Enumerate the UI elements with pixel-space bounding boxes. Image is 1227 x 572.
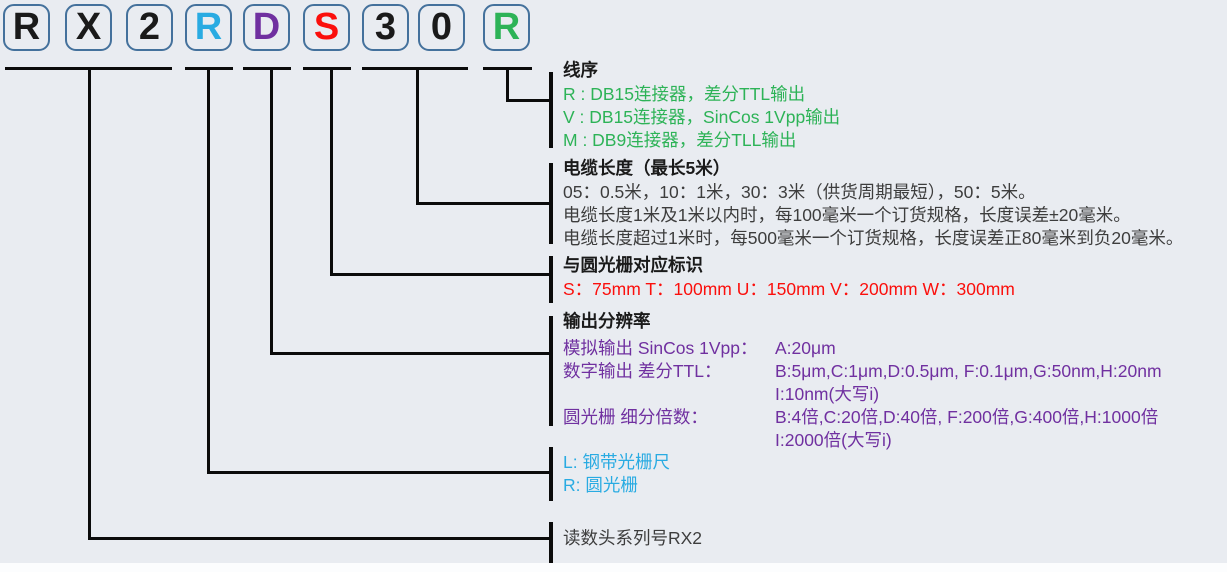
code-box-7: 3: [362, 4, 409, 51]
code-box-1: R: [3, 4, 50, 51]
section-title: 线序: [563, 60, 598, 80]
code-letter: 3: [374, 5, 397, 48]
code-letter: D: [252, 5, 281, 48]
section-bar-rx2: [549, 522, 553, 563]
resolution-row-value: B:5μm,C:1μm,D:0.5μm, F:0.1μm,G:50nm,H:20…: [775, 361, 1162, 381]
connector-vertical-scale: [207, 67, 210, 474]
section-line: 05：0.5米，10：1米，30：3米（供货周期最短），50：5米。: [563, 182, 1036, 202]
connector-vertical-rx2: [88, 67, 91, 540]
connector-vertical-wire: [506, 67, 509, 102]
connector-underline-resolution: [243, 67, 291, 70]
resolution-row: 数字输出 差分TTL： B:5μm,C:1μm,D:0.5μm, F:0.1μm,…: [563, 360, 1162, 383]
connector-pointer-wire: [506, 99, 553, 102]
connector-pointer-length: [416, 202, 553, 205]
code-letter: R: [194, 5, 223, 48]
code-box-4: R: [185, 4, 232, 51]
resolution-row: I:2000倍(大写i): [563, 429, 1162, 452]
resolution-row: 模拟输出 SinCos 1Vpp： A:20μm: [563, 337, 1162, 360]
code-letter: S: [313, 5, 340, 48]
connector-pointer-resolution: [270, 352, 553, 355]
connector-pointer-scale: [207, 471, 553, 474]
section-bar-wire: [549, 72, 553, 148]
resolution-row-value: A:20μm: [775, 338, 836, 358]
bottom-margin-strip: [0, 563, 1227, 572]
section-title: 电缆长度（最长5米）: [563, 158, 731, 178]
section-title: 与圆光栅对应标识: [563, 255, 703, 275]
section-cable-length: 电缆长度（最长5米） 05：0.5米，10：1米，30：3米（供货周期最短），5…: [563, 158, 1183, 250]
section-bar-ring-id: [549, 256, 553, 303]
code-box-5: D: [243, 4, 290, 51]
connector-pointer-rx2: [88, 537, 553, 540]
connector-vertical-resolution: [270, 67, 273, 355]
code-letter: R: [12, 5, 41, 48]
resolution-row-value: B:4倍,C:20倍,D:40倍, F:200倍,G:400倍,H:1000倍: [775, 407, 1159, 427]
section-line: 电缆长度超过1米时，每500毫米一个订货规格，长度误差正80毫米到负20毫米。: [563, 228, 1184, 248]
resolution-row: I:10nm(大写i): [563, 383, 1162, 406]
section-output-resolution: 输出分辨率 模拟输出 SinCos 1Vpp： A:20μm 数字输出 差分TTL…: [563, 311, 1162, 452]
section-wire-order: 线序 R : DB15连接器，差分TTL输出 V : DB15连接器，SinCo…: [563, 60, 840, 152]
code-letter: R: [492, 5, 521, 48]
section-line: R : DB15连接器，差分TTL输出: [563, 84, 806, 104]
code-box-2: X: [65, 4, 112, 51]
section-line: 电缆长度1米及1米以内时，每100毫米一个订货规格，长度误差±20毫米。: [563, 205, 1131, 225]
section-line: 读数头系列号RX2: [563, 528, 703, 548]
code-letter: X: [75, 5, 102, 48]
resolution-row-label: 圆光栅 细分倍数：: [563, 407, 708, 427]
section-line: L: 钢带光栅尺: [563, 452, 670, 472]
section-scale-type: L: 钢带光栅尺 R: 圆光栅: [563, 451, 670, 497]
section-bar-scale: [549, 447, 553, 501]
code-box-6: S: [303, 4, 350, 51]
code-letter: 0: [430, 5, 453, 48]
resolution-row: 圆光栅 细分倍数： B:4倍,C:20倍,D:40倍, F:200倍,G:400倍…: [563, 406, 1162, 429]
resolution-row-label: 模拟输出 SinCos 1Vpp：: [563, 338, 758, 358]
section-series: 读数头系列号RX2: [563, 527, 702, 550]
section-line: V : DB15连接器，SinCos 1Vpp输出: [563, 107, 841, 127]
resolution-row-value: I:10nm(大写i): [775, 384, 880, 404]
resolution-row-value: I:2000倍(大写i): [775, 430, 892, 450]
connector-vertical-length: [416, 67, 419, 205]
section-ring-grating-id: 与圆光栅对应标识 S：75mm T：100mm U：150mm V：200mm …: [563, 255, 1015, 301]
section-title: 输出分辨率: [563, 311, 651, 331]
section-line: R: 圆光栅: [563, 475, 638, 495]
connector-vertical-ring-id: [330, 67, 333, 276]
connector-underline-length: [362, 67, 468, 70]
code-box-3: 2: [126, 4, 173, 51]
code-box-8: 0: [418, 4, 465, 51]
resolution-row-label: 数字输出 差分TTL：: [563, 361, 722, 381]
code-letter: 2: [138, 5, 161, 48]
code-box-9: R: [483, 4, 530, 51]
section-line: M : DB9连接器，差分TLL输出: [563, 130, 797, 150]
section-line: S：75mm T：100mm U：150mm V：200mm W：300mm: [563, 279, 1015, 299]
connector-pointer-ring-id: [330, 273, 553, 276]
section-bar-resolution: [549, 316, 553, 426]
section-bar-length: [549, 163, 553, 244]
connector-underline-ring-id: [303, 67, 351, 70]
